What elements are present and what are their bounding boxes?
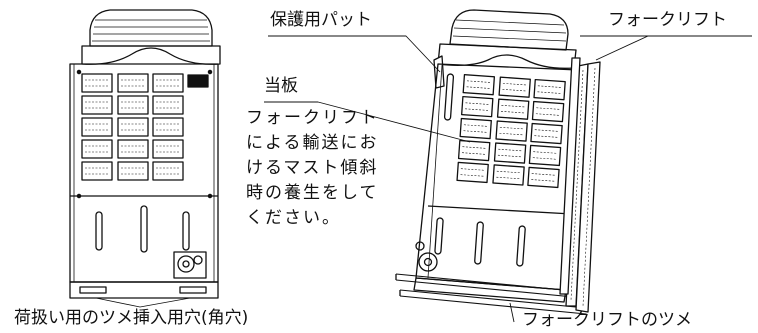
forklift-mast [565, 61, 601, 313]
handle-slot [516, 225, 526, 267]
note-line: けるマスト傾斜 [246, 158, 379, 178]
outdoor-unit-on-forklift [395, 9, 601, 315]
forklift-tines-label: フォークリフトのツメ [522, 310, 692, 330]
handle-slot [182, 211, 190, 251]
handle-slot [95, 211, 103, 251]
handle-slot [474, 221, 484, 265]
note-line: 時の養生をして [246, 183, 379, 203]
protective-pad-label: 保護用パット [270, 10, 372, 30]
note-line: ください。 [246, 208, 341, 228]
air-grille [81, 73, 209, 181]
insertion-hole-right [179, 286, 207, 294]
note-line: フォークリフト [246, 108, 379, 128]
service-valve [415, 241, 438, 272]
handle-slot [140, 205, 148, 253]
leader-lines [264, 35, 752, 323]
backing-plate [559, 57, 581, 295]
base-frame [69, 281, 219, 299]
leader-line [95, 297, 191, 308]
outdoor-unit-front-view [69, 9, 221, 308]
service-valve [173, 251, 207, 279]
forklift-label: フォークリフト [608, 10, 727, 30]
insertion-hole-left [79, 286, 107, 294]
fan-guard [89, 9, 213, 47]
top-cover [81, 45, 221, 65]
handle-slot [434, 217, 444, 255]
insertion-holes-label: 荷扱い用のツメ挿入用穴(角穴) [14, 308, 249, 328]
handle-slot [443, 73, 455, 121]
unit-casing [69, 63, 219, 283]
backing-plate-label: 当板 [264, 76, 298, 96]
air-grille [456, 74, 566, 189]
note-line: による輸送にお [246, 133, 379, 153]
fan-guard [449, 9, 569, 51]
forklift-tines [395, 273, 587, 315]
